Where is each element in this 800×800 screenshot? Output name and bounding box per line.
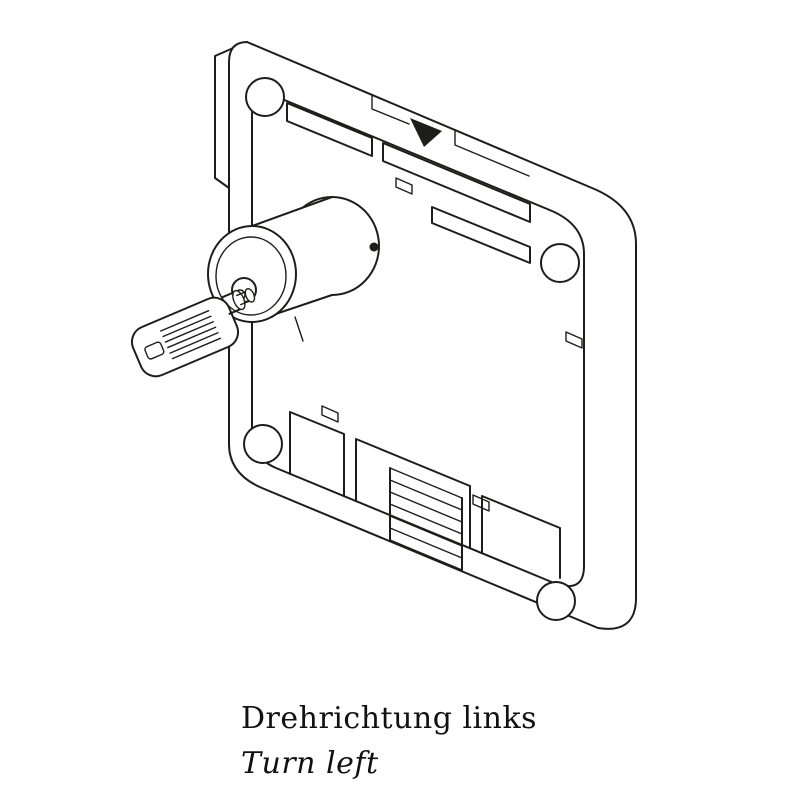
screw-hole-top-right <box>540 243 580 283</box>
top-edge-notch-triangle <box>410 118 442 147</box>
lock-cylinder <box>207 196 380 342</box>
key-bow <box>130 296 240 378</box>
rib-grille <box>389 467 463 571</box>
case-outer-outline <box>228 41 637 630</box>
key-shaft <box>221 288 256 315</box>
screw-hole-bottom-right <box>536 581 576 621</box>
caption-german: Drehrichtung links <box>241 701 538 736</box>
key-grip-ridges <box>160 309 222 360</box>
top-channels <box>286 102 531 264</box>
latch-lever-line <box>294 316 304 342</box>
caption-english: Turn left <box>241 746 379 781</box>
screw-holes <box>243 77 580 621</box>
bottom-compartments <box>289 411 561 579</box>
cylinder-pin-dot <box>369 242 379 252</box>
key-bow-hole <box>144 341 165 360</box>
key <box>130 288 256 378</box>
screw-hole-top-left <box>245 77 285 117</box>
screw-hole-bottom-left <box>243 424 283 464</box>
cylinder-front-face <box>207 225 297 323</box>
